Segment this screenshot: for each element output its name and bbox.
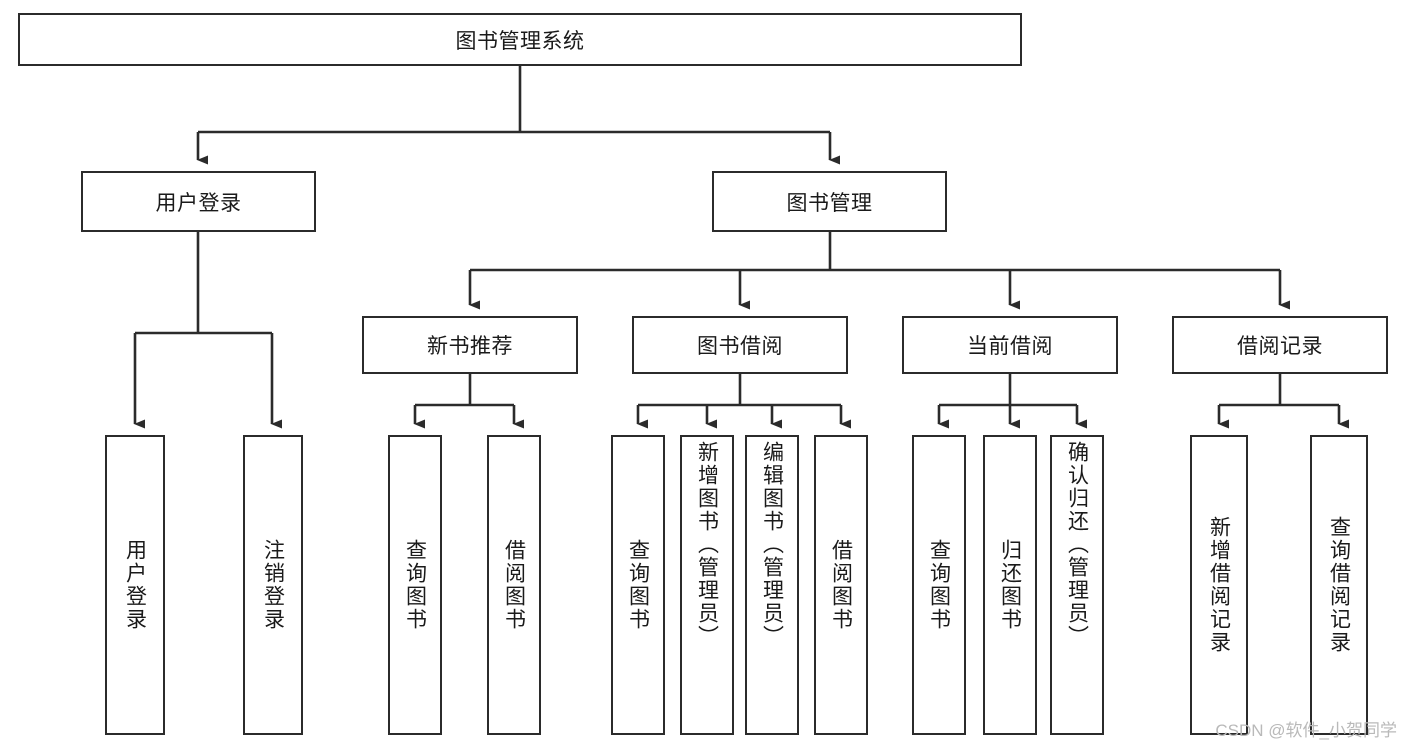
leaf-node[interactable]: 新增图书（管理员） (680, 435, 734, 735)
node-book-management-label: 图书管理 (786, 191, 873, 215)
node-current-borrow[interactable]: 当前借阅 (902, 316, 1118, 374)
leaf-node-label: 查询图书 (927, 539, 951, 631)
leaf-node[interactable]: 编辑图书（管理员） (745, 435, 799, 735)
leaf-node[interactable]: 用户登录 (105, 435, 165, 735)
leaf-node[interactable]: 确认归还（管理员） (1050, 435, 1104, 735)
leaf-node-label: 编辑图书（管理员） (760, 441, 784, 648)
leaf-node-label: 查询图书 (626, 539, 650, 631)
leaf-node[interactable]: 查询借阅记录 (1310, 435, 1368, 735)
leaf-node[interactable]: 新增借阅记录 (1190, 435, 1248, 735)
leaf-node-label: 确认归还（管理员） (1065, 441, 1089, 648)
leaf-node-label: 借阅图书 (502, 539, 526, 631)
node-borrow-record-label: 借阅记录 (1237, 335, 1323, 358)
node-book-management[interactable]: 图书管理 (712, 171, 947, 232)
node-new-book-recommend[interactable]: 新书推荐 (362, 316, 578, 374)
leaf-node[interactable]: 查询图书 (388, 435, 442, 735)
leaf-node-label: 查询图书 (403, 539, 427, 631)
leaf-node[interactable]: 归还图书 (983, 435, 1037, 735)
leaf-node[interactable]: 借阅图书 (814, 435, 868, 735)
node-book-borrow-label: 图书借阅 (697, 335, 783, 358)
leaf-node[interactable]: 查询图书 (912, 435, 966, 735)
leaf-node[interactable]: 借阅图书 (487, 435, 541, 735)
node-user-login[interactable]: 用户登录 (81, 171, 316, 232)
leaf-node-label: 查询借阅记录 (1327, 516, 1351, 654)
node-user-login-label: 用户登录 (155, 191, 242, 215)
leaf-node-label: 新增借阅记录 (1207, 516, 1231, 654)
leaf-node[interactable]: 查询图书 (611, 435, 665, 735)
leaf-node-label: 借阅图书 (829, 539, 853, 631)
node-root-book-management-system[interactable]: 图书管理系统 (18, 13, 1022, 66)
leaf-node-label: 新增图书（管理员） (695, 441, 719, 648)
leaf-node-label: 用户登录 (123, 539, 147, 631)
leaf-node[interactable]: 注销登录 (243, 435, 303, 735)
leaf-node-label: 归还图书 (998, 539, 1022, 631)
leaf-node-label: 注销登录 (261, 539, 285, 631)
node-book-borrow[interactable]: 图书借阅 (632, 316, 848, 374)
node-borrow-record[interactable]: 借阅记录 (1172, 316, 1388, 374)
node-new-book-recommend-label: 新书推荐 (427, 335, 513, 358)
node-current-borrow-label: 当前借阅 (967, 335, 1053, 358)
node-root-label: 图书管理系统 (455, 29, 585, 53)
